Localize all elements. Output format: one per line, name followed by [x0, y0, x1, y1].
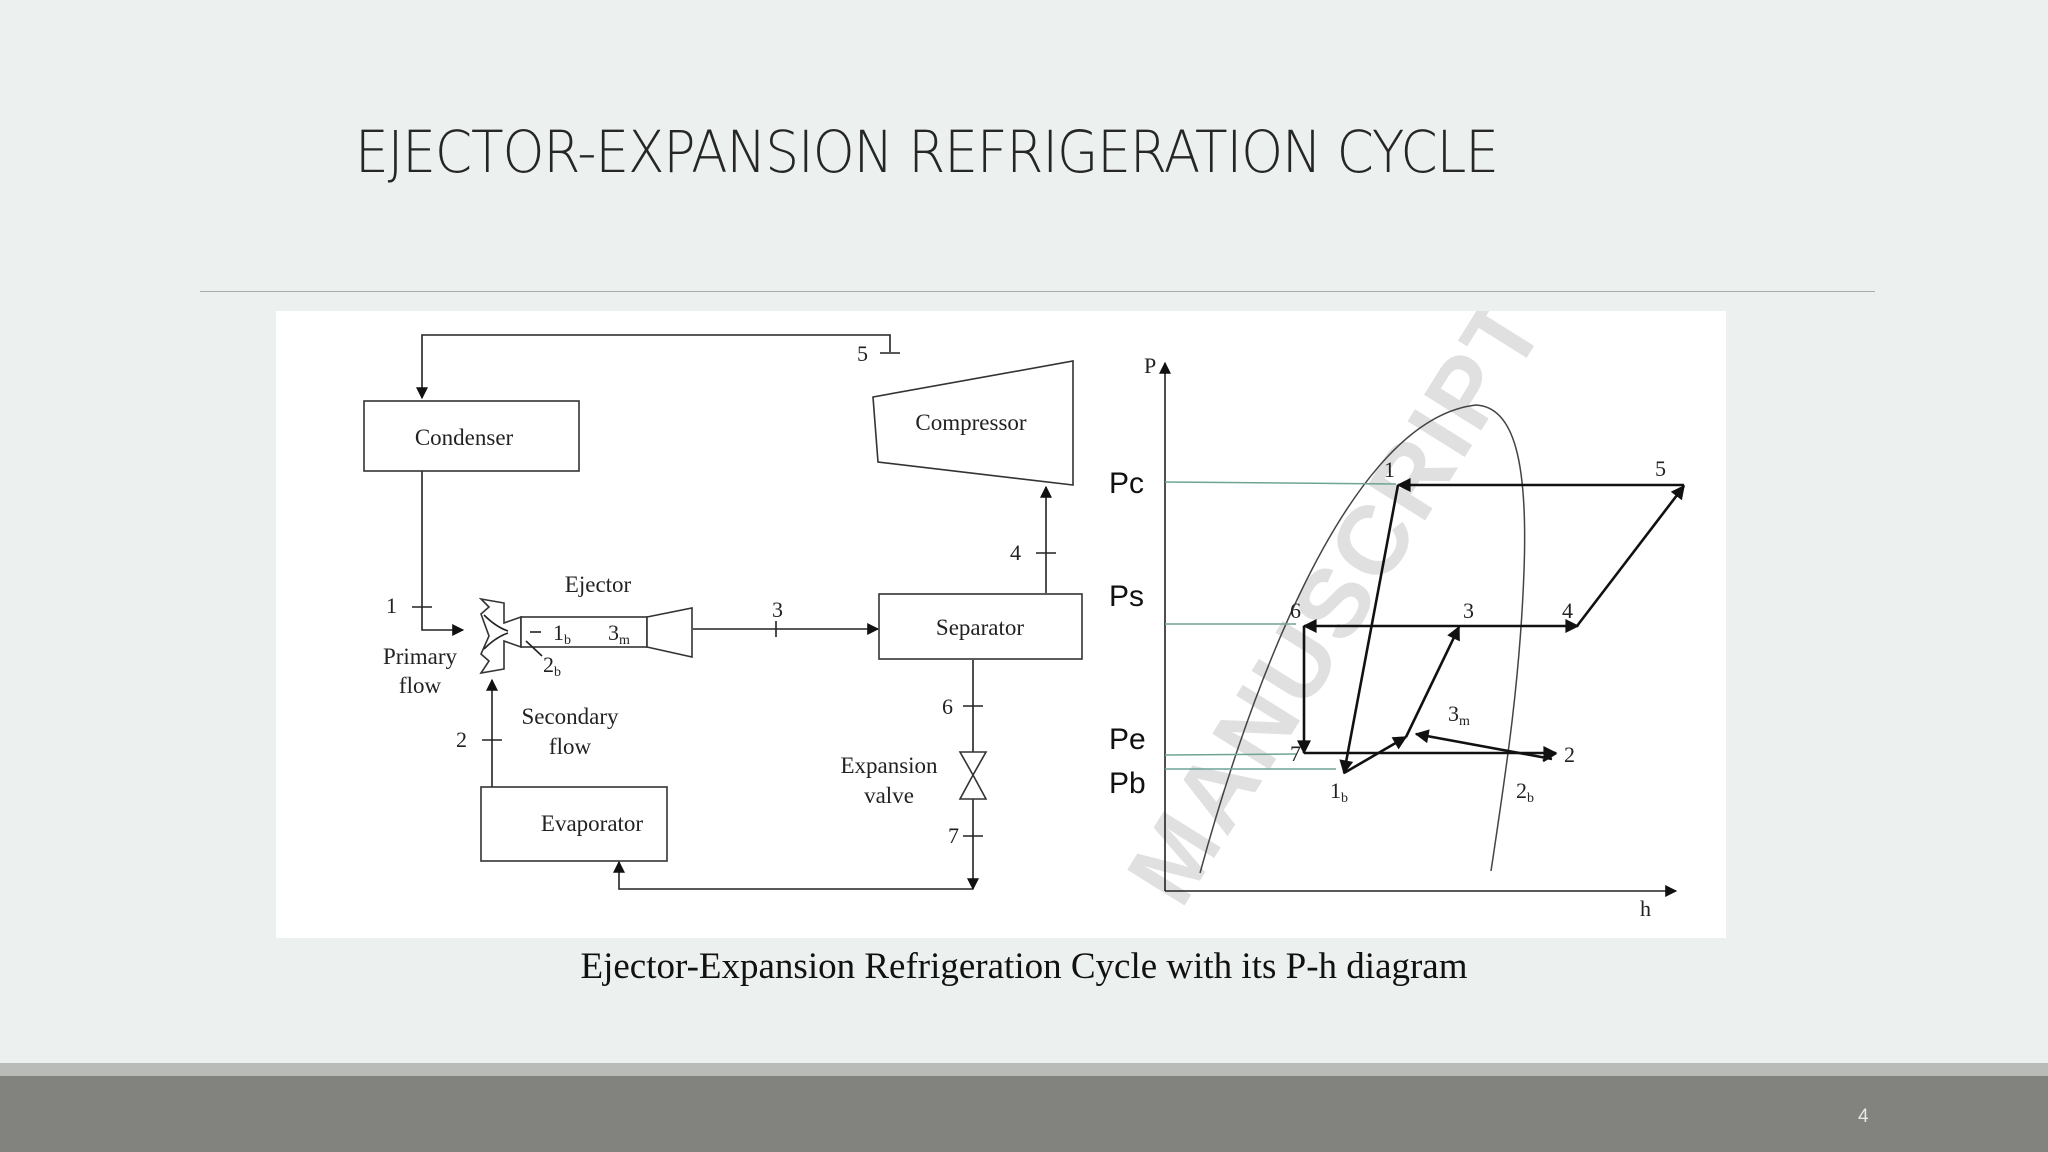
p-axis-label: P: [1144, 353, 1156, 378]
pe-label: Pe: [1109, 723, 1146, 756]
ph-state-6: 6: [1290, 598, 1301, 623]
page-number: 4: [1858, 1106, 1869, 1127]
path-2b-to-3m: [1414, 729, 1553, 761]
evaporator-label: Evaporator: [541, 811, 644, 836]
pc-line: [1164, 481, 1397, 485]
state-5: 5: [857, 341, 868, 366]
ph-state-7: 7: [1290, 741, 1301, 766]
ejector-block: [478, 597, 693, 675]
ph-state-5: 5: [1655, 456, 1666, 481]
separator-block: [878, 593, 1083, 660]
ejector-state-2b: 2b: [543, 652, 561, 680]
slide-title: EJECTOR-EXPANSION REFRIGERATION CYCLE: [355, 118, 1499, 186]
footer-stripe: [0, 1063, 2048, 1076]
title-divider: [200, 291, 1875, 292]
primary-flow-label-2: flow: [399, 673, 442, 698]
evaporator-block: [480, 786, 668, 862]
pc-label: Pc: [1109, 467, 1144, 500]
expansion-valve-symbol: [958, 751, 988, 800]
path-1-to-1b: [1339, 484, 1400, 775]
pipe-condenser-to-ejector: [421, 470, 465, 636]
ph-state-1: 1: [1384, 457, 1395, 482]
ph-state-2b: 2b: [1516, 778, 1534, 806]
pb-label: Pb: [1109, 767, 1146, 800]
state-4: 4: [1010, 540, 1021, 565]
secondary-flow-label-1: Secondary: [521, 704, 619, 729]
ps-label: Ps: [1109, 580, 1144, 613]
expansion-valve-label-2: valve: [864, 783, 914, 808]
ph-state-3m: 3m: [1448, 701, 1470, 729]
pe-line: [1164, 753, 1297, 756]
compressor-label: Compressor: [915, 410, 1027, 435]
primary-flow-label-1: Primary: [383, 644, 458, 669]
figure-panel: Condenser Compressor Separator Evaporato…: [276, 311, 1726, 938]
compressor-block: [872, 360, 1074, 486]
pipe-compressor-to-condenser: [416, 334, 891, 400]
separator-label: Separator: [936, 615, 1024, 640]
state-7: 7: [948, 823, 959, 848]
state-1: 1: [386, 593, 397, 618]
ph-state-4: 4: [1562, 598, 1573, 623]
figure-svg: Condenser Compressor Separator Evaporato…: [363, 311, 1686, 922]
path-4-to-5: [1575, 484, 1686, 627]
state-3: 3: [772, 597, 783, 622]
secondary-flow-label-2: flow: [549, 734, 592, 759]
saturation-dome: [1199, 404, 1526, 874]
ejector-state-1b: 1b: [553, 620, 571, 648]
cycle-schematic: Condenser Compressor Separator Evaporato…: [363, 334, 1083, 891]
condenser-block: [363, 400, 580, 472]
state-6: 6: [942, 694, 953, 719]
footer-bar: [0, 1076, 2048, 1152]
path-3m-to-3: [1404, 625, 1461, 738]
path-1b-to-3m: [1343, 735, 1408, 775]
state-2: 2: [456, 727, 467, 752]
ejector-state-3m: 3m: [608, 620, 630, 648]
ph-diagram: MANUSCRIPT P h Pc Ps Pe Pb 1 5 6 3: [1106, 311, 1686, 922]
path-2-to-2b: [1542, 751, 1557, 763]
condenser-label: Condenser: [415, 425, 514, 450]
ph-state-2: 2: [1564, 742, 1575, 767]
ejector-label: Ejector: [565, 572, 632, 597]
ph-state-1b: 1b: [1330, 778, 1348, 806]
pipe-return-to-evaporator: [613, 860, 973, 890]
ph-state-3: 3: [1463, 598, 1474, 623]
h-axis-label: h: [1640, 896, 1651, 921]
expansion-valve-label-1: Expansion: [840, 753, 938, 778]
figure-caption: Ejector-Expansion Refrigeration Cycle wi…: [580, 946, 1468, 987]
